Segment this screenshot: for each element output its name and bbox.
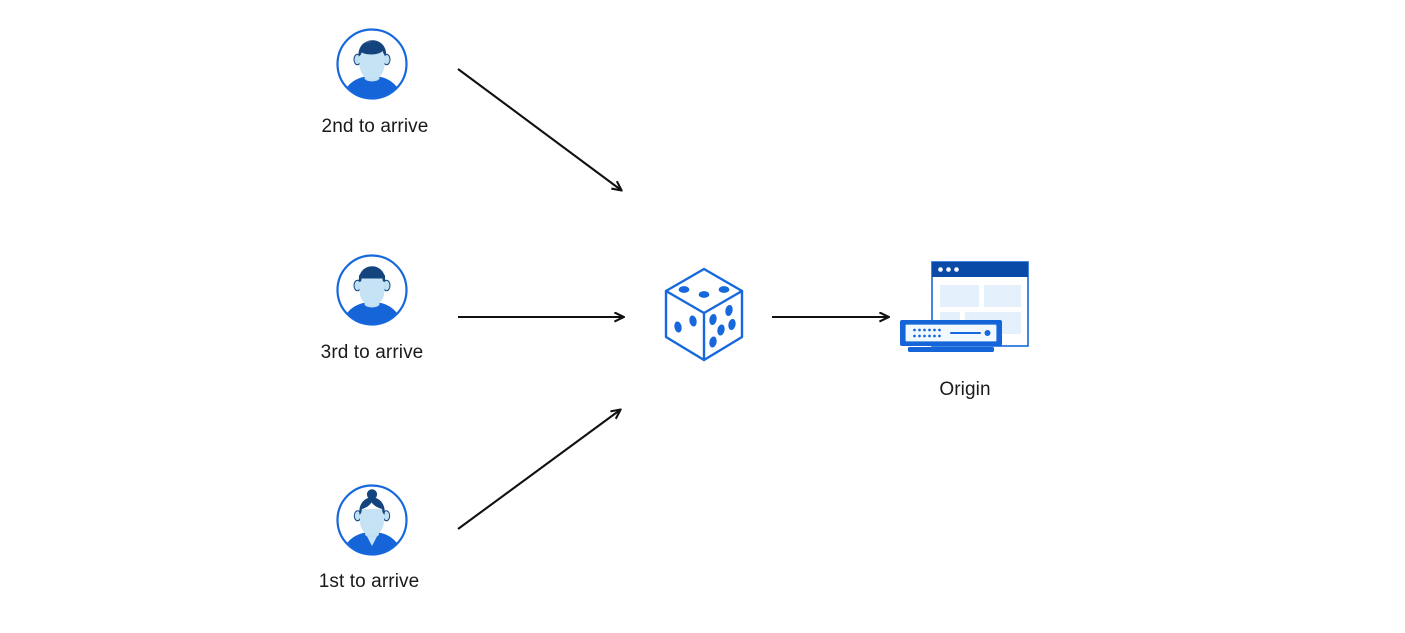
client-node-1st[interactable] — [334, 482, 410, 558]
client-label-1st: 1st to arrive — [318, 571, 420, 592]
load-balancer-node[interactable] — [658, 265, 750, 365]
client-node-2nd[interactable] — [334, 26, 410, 102]
arrow-client-1st-to-balancer — [457, 410, 620, 530]
client-label-3rd: 3rd to arrive — [320, 342, 424, 363]
dice-icon — [664, 267, 744, 362]
client-label-2nd: 2nd to arrive — [321, 116, 429, 137]
user-avatar-male-short-icon — [336, 254, 408, 326]
origin-server-icon — [900, 261, 1029, 352]
user-avatar-female-bun-icon — [336, 484, 408, 556]
origin-label: Origin — [939, 379, 991, 400]
router-appliance-icon — [900, 320, 1002, 352]
origin-node[interactable] — [894, 256, 1034, 366]
user-avatar-male-wavy-icon — [336, 28, 408, 100]
arrow-client-2nd-to-balancer — [457, 68, 621, 190]
client-node-3rd[interactable] — [334, 252, 410, 328]
